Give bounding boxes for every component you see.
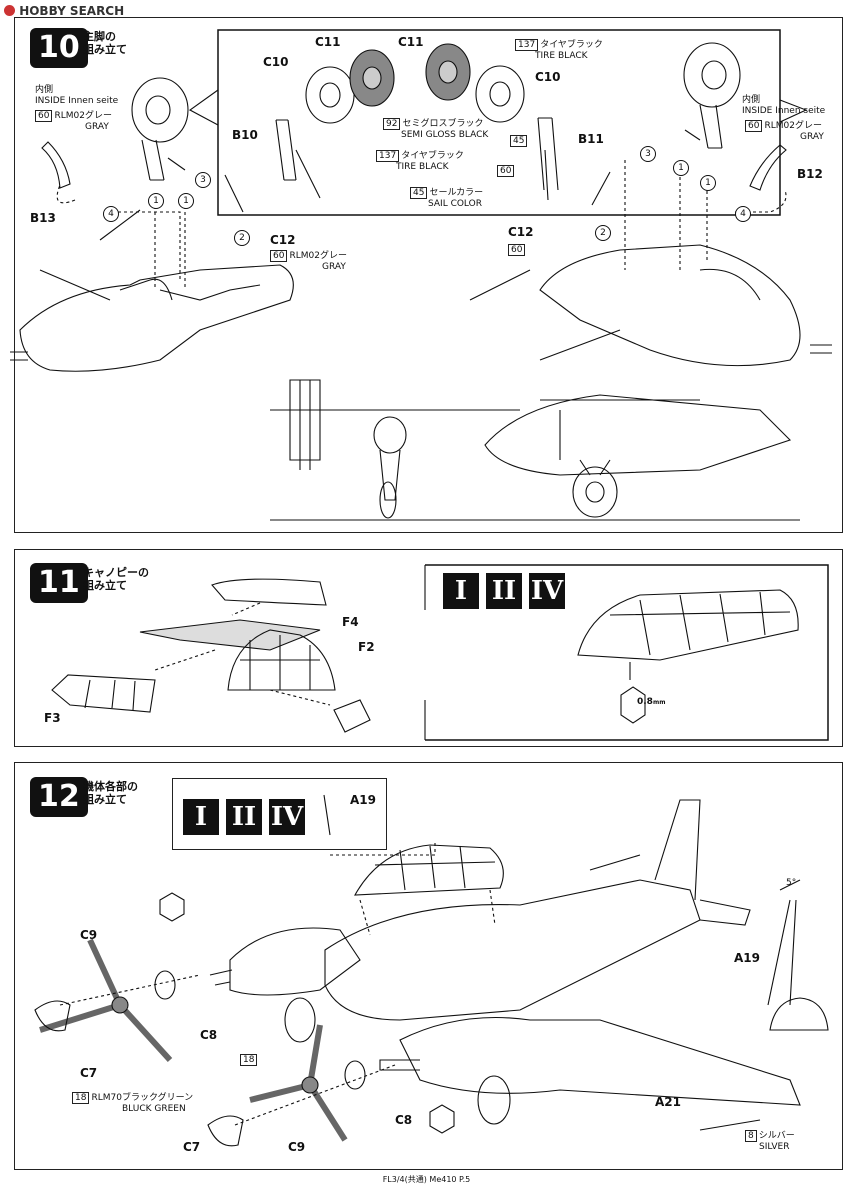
step11-panel bbox=[14, 549, 843, 747]
variant-badge-4: IV bbox=[529, 573, 565, 609]
part-c12-left: C12 bbox=[270, 233, 296, 247]
step12-title: 機体各部の 組み立て bbox=[83, 780, 138, 806]
callout-c12-right-code: 60 bbox=[508, 244, 527, 256]
variant12-badge-4: IV bbox=[269, 799, 305, 835]
logo: HOBBY SEARCH bbox=[4, 4, 124, 18]
inside-label-left: 内側 INSIDE Innen seite bbox=[35, 85, 119, 106]
part-c11-right: C11 bbox=[398, 35, 424, 49]
variant12-badge-2: II bbox=[226, 799, 262, 835]
step11-title: キャノピーの 組み立て bbox=[83, 566, 149, 592]
step12-number: 12 bbox=[30, 777, 88, 817]
step10-number: 10 bbox=[30, 28, 88, 68]
drill-size: 0.8mm bbox=[637, 697, 666, 707]
variant12-badge-1: I bbox=[183, 799, 219, 835]
part-b10: B10 bbox=[232, 128, 258, 142]
callout-18: 18 bbox=[240, 1054, 259, 1066]
part-a21: A21 bbox=[655, 1095, 681, 1109]
part-a19-top: A19 bbox=[350, 793, 376, 807]
part-c7-right: C7 bbox=[183, 1140, 201, 1154]
seq-2-left: 2 bbox=[234, 230, 250, 246]
page-footer: FL3/4(共通) Me410 P.5 bbox=[382, 1175, 471, 1184]
step12-panel bbox=[14, 762, 843, 1170]
inside-label-right: 内側 INSIDE Innen seite bbox=[742, 95, 826, 116]
seq-2-right: 2 bbox=[595, 225, 611, 241]
part-f4: F4 bbox=[342, 615, 359, 629]
part-b13: B13 bbox=[30, 211, 56, 225]
part-c7-left: C7 bbox=[80, 1066, 98, 1080]
callout-45: 45 bbox=[510, 135, 529, 147]
part-f2: F2 bbox=[358, 640, 375, 654]
seq-1-left-b: 1 bbox=[178, 193, 194, 209]
seq-1-left-a: 1 bbox=[148, 193, 164, 209]
part-b12: B12 bbox=[797, 167, 823, 181]
part-c8-left: C8 bbox=[200, 1028, 218, 1042]
logo-icon bbox=[4, 5, 15, 16]
variant-badge-1: I bbox=[443, 573, 479, 609]
part-c8-right: C8 bbox=[395, 1113, 413, 1127]
variant-badge-2: II bbox=[486, 573, 522, 609]
logo-text: HOBBY SEARCH bbox=[19, 4, 125, 18]
step10-title: 主脚の 組み立て bbox=[83, 30, 127, 56]
seq-1-right-b: 1 bbox=[700, 175, 716, 191]
step10-panel bbox=[14, 17, 843, 533]
seq-3-left: 3 bbox=[195, 172, 211, 188]
part-b11: B11 bbox=[578, 132, 604, 146]
part-f3: F3 bbox=[44, 711, 61, 725]
antenna-angle: 5° bbox=[786, 878, 797, 888]
part-c9-left: C9 bbox=[80, 928, 98, 942]
seq-3-right: 3 bbox=[640, 146, 656, 162]
callout-60-b11: 60 bbox=[497, 165, 516, 177]
part-c10-left: C10 bbox=[263, 55, 289, 69]
step11-number: 11 bbox=[30, 563, 88, 603]
part-c12-right: C12 bbox=[508, 225, 534, 239]
seq-4-right: 4 bbox=[735, 206, 751, 222]
part-a19-right: A19 bbox=[734, 951, 760, 965]
seq-1-right-a: 1 bbox=[673, 160, 689, 176]
part-c11-left: C11 bbox=[315, 35, 341, 49]
part-c10-right: C10 bbox=[535, 70, 561, 84]
part-c9-right: C9 bbox=[288, 1140, 306, 1154]
seq-4-left: 4 bbox=[103, 206, 119, 222]
